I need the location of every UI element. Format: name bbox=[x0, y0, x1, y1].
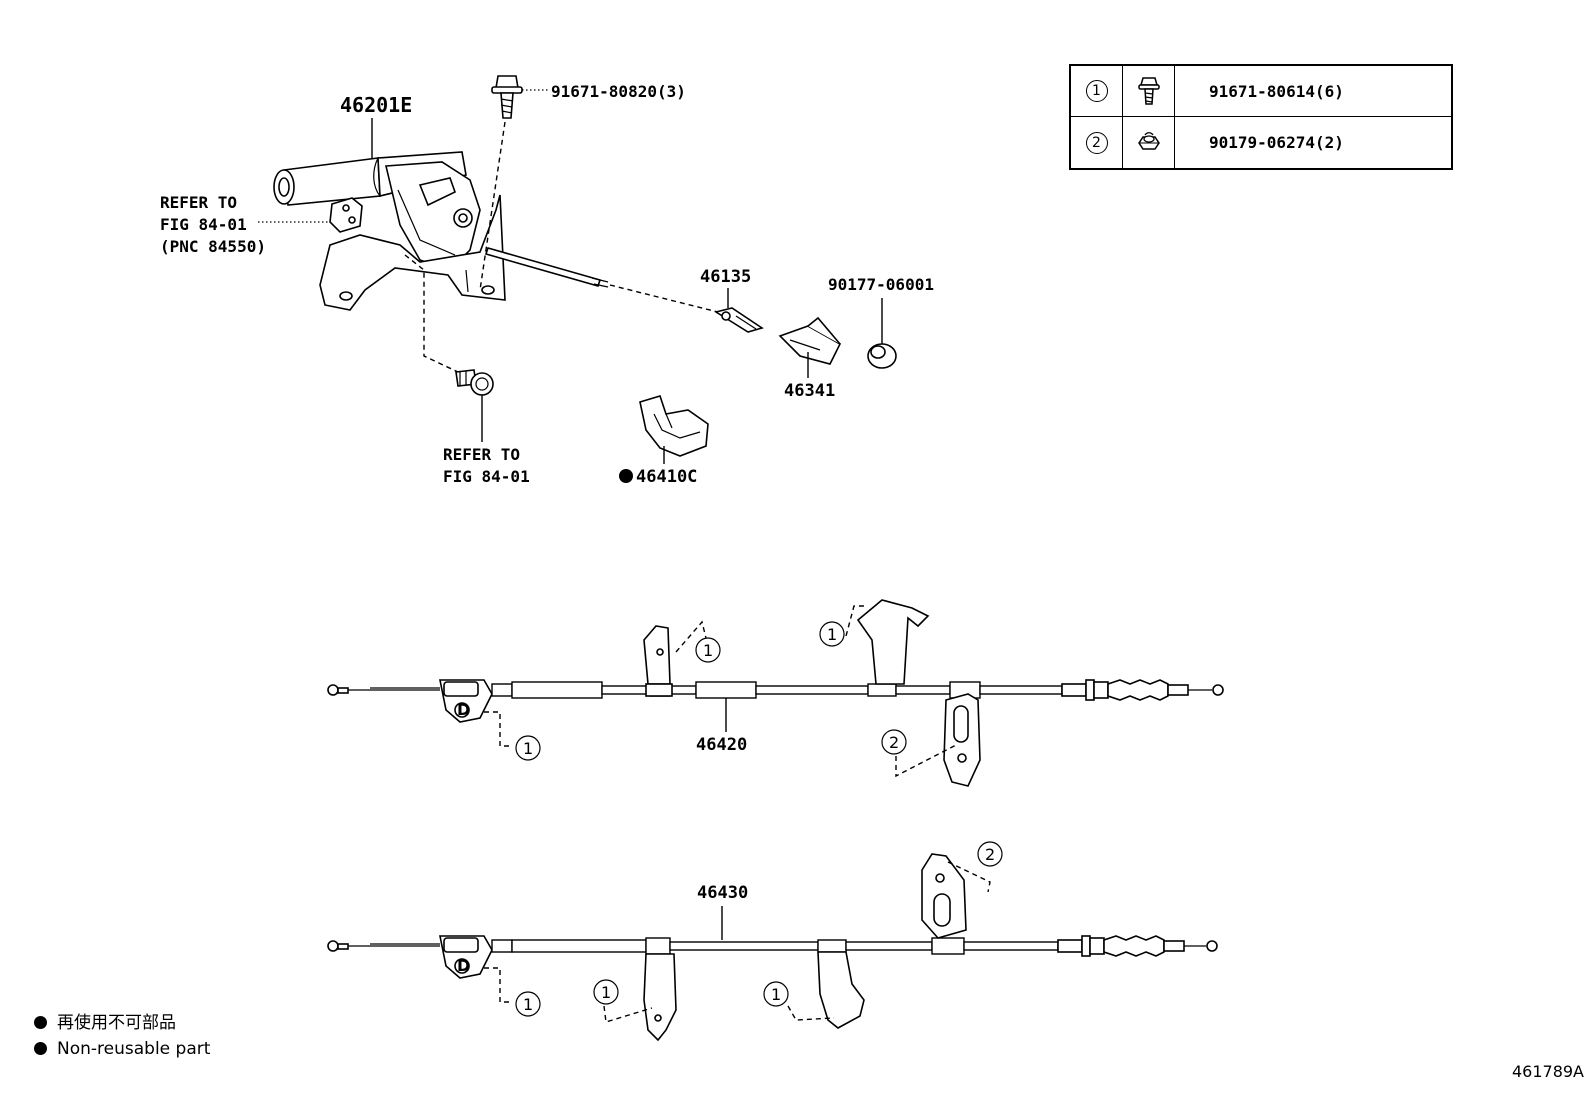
rod-clip-46135 bbox=[713, 307, 764, 333]
label-refer2-line1: REFER TO bbox=[443, 445, 520, 464]
svg-text:1: 1 bbox=[827, 625, 837, 644]
figure-code: 461789A bbox=[1511, 1062, 1584, 1081]
legend-note: 再使用不可部品 Non-reusable part bbox=[34, 1010, 210, 1062]
label-cable-rear: 46430 bbox=[697, 883, 748, 903]
label-clip: 46410C bbox=[636, 467, 697, 487]
equalizer-46341 bbox=[778, 316, 842, 365]
svg-text:D: D bbox=[457, 700, 470, 719]
circled-one-e: 1 bbox=[593, 979, 619, 1005]
bolt-icon bbox=[1123, 66, 1175, 117]
legend-row1-part: 91671-80614(6) bbox=[1175, 66, 1451, 117]
cable-clip-46410C bbox=[639, 395, 709, 457]
legend-row1-num: 1 bbox=[1071, 66, 1123, 117]
svg-text:1: 1 bbox=[703, 641, 713, 660]
svg-text:2: 2 bbox=[889, 733, 899, 752]
svg-text:1: 1 bbox=[601, 983, 611, 1002]
bottom-bolt bbox=[455, 369, 494, 396]
svg-text:2: 2 bbox=[985, 845, 995, 864]
circled-one-d: 1 bbox=[515, 991, 541, 1017]
bullet-icon bbox=[34, 1016, 47, 1029]
circled-one-f: 1 bbox=[763, 981, 789, 1007]
label-nut: 90177-06001 bbox=[828, 275, 934, 294]
svg-text:1: 1 bbox=[523, 739, 533, 758]
circled-two-b: 2 bbox=[977, 841, 1003, 867]
cable-46430: D bbox=[327, 853, 1218, 1042]
bullet-icon bbox=[34, 1042, 47, 1055]
circled-one-b: 1 bbox=[695, 637, 721, 663]
svg-text:1: 1 bbox=[771, 985, 781, 1004]
label-rod: 46135 bbox=[700, 267, 751, 287]
circled-one-c: 1 bbox=[819, 621, 845, 647]
label-lever: 46201E bbox=[340, 93, 412, 117]
label-refer1-line2: FIG 84-01 bbox=[160, 215, 247, 234]
cable-46420: D bbox=[327, 599, 1224, 787]
label-cable-front: 46420 bbox=[696, 735, 747, 755]
label-refer1-line1: REFER TO bbox=[160, 193, 237, 212]
legend-row2-num: 2 bbox=[1071, 117, 1123, 168]
nut-90177 bbox=[867, 343, 897, 369]
fastener-legend-table: 1 91671-80614(6) 2 90179-06274(2) bbox=[1069, 64, 1453, 170]
svg-text:1: 1 bbox=[523, 995, 533, 1014]
legend-row2-part: 90179-06274(2) bbox=[1209, 133, 1344, 152]
adjust-rod bbox=[484, 247, 609, 288]
label-bolt-top: 91671-80820(3) bbox=[551, 82, 686, 101]
top-bolt bbox=[491, 75, 523, 119]
parking-brake-lever bbox=[273, 151, 506, 311]
nut-icon bbox=[1123, 117, 1175, 168]
label-refer1-line3: (PNC 84550) bbox=[160, 237, 266, 256]
label-equalizer: 46341 bbox=[784, 381, 835, 401]
note-jp: 再使用不可部品 bbox=[34, 1010, 210, 1036]
note-en: Non-reusable part bbox=[34, 1036, 210, 1062]
circled-one-a: 1 bbox=[515, 735, 541, 761]
non-reusable-mark bbox=[619, 469, 633, 483]
circled-two-a: 2 bbox=[881, 729, 907, 755]
label-refer2-line2: FIG 84-01 bbox=[443, 467, 530, 486]
svg-text:D: D bbox=[457, 956, 470, 975]
